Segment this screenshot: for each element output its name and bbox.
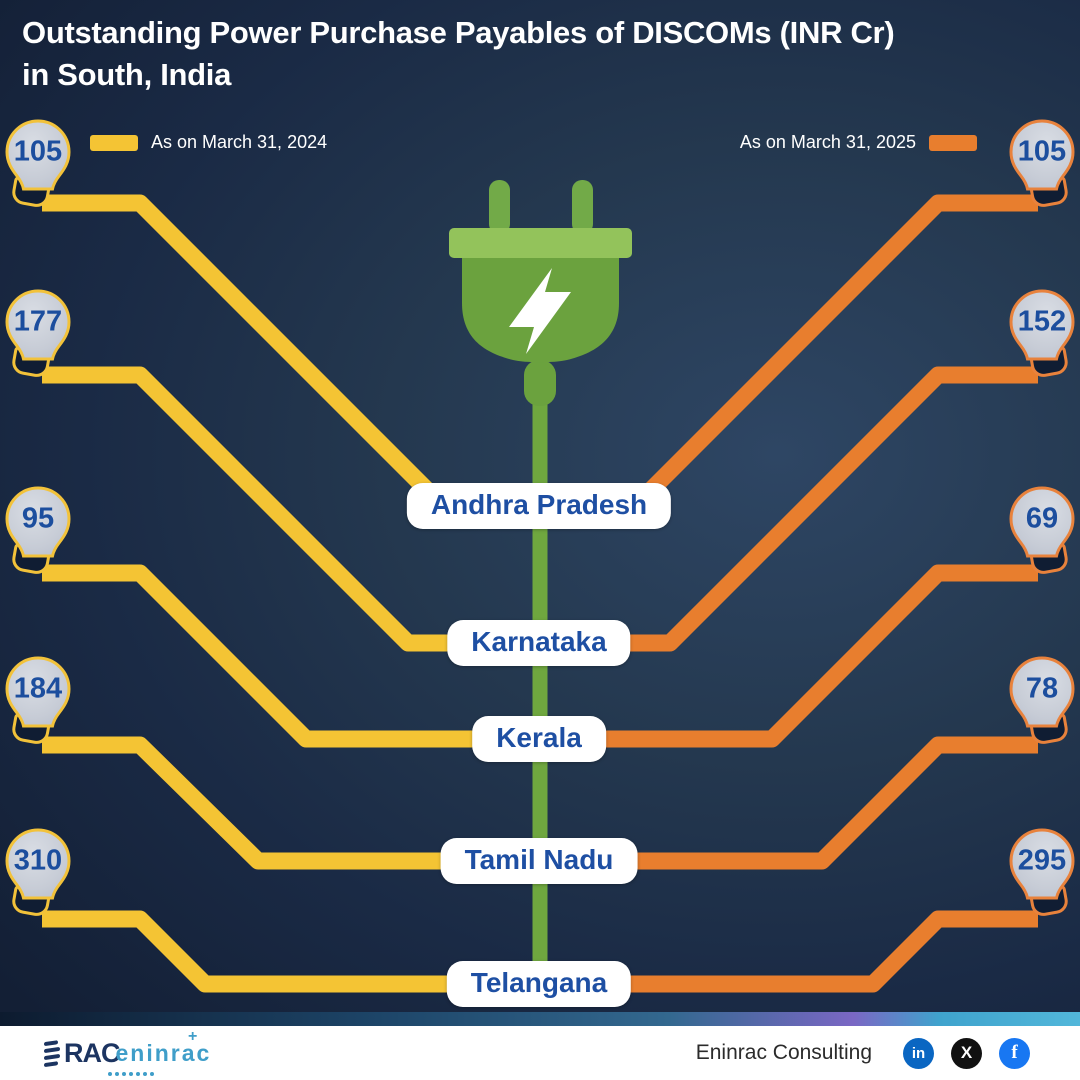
bulb-value-2025-tamil-nadu: 78 xyxy=(1025,672,1059,705)
x-glyph: X xyxy=(960,1043,973,1062)
legend-2024-swatch xyxy=(90,134,138,151)
line-2024-kerala xyxy=(42,564,498,748)
title-line-2: in South, India xyxy=(22,57,232,92)
state-label-karnataka: Karnataka xyxy=(447,620,631,666)
title-line-1: Outstanding Power Purchase Payables of D… xyxy=(22,15,895,50)
cable-stub xyxy=(524,360,556,406)
logo-rac-text: RAC xyxy=(64,1037,120,1068)
bulb-value-2024-andhra-pradesh: 105 xyxy=(13,135,63,168)
bulb-value-2024-telangana: 310 xyxy=(13,844,63,877)
line-2024-andhra-pradesh xyxy=(42,194,450,513)
line-2025-andhra-pradesh xyxy=(628,194,1038,513)
linkedin-icon[interactable]: in xyxy=(903,1037,934,1069)
footer: RAC eninrac + Eninrac Consulting in X f xyxy=(0,1026,1080,1080)
bulb-value-2025-kerala: 69 xyxy=(1025,502,1059,535)
footer-brand-text: Eninrac Consulting xyxy=(695,1041,872,1064)
line-2025-tamil-nadu xyxy=(615,736,1038,870)
bulb-value-2025-telangana: 295 xyxy=(1017,844,1067,877)
logo-plus-mark: + xyxy=(187,1027,198,1045)
page-title: Outstanding Power Purchase Payables of D… xyxy=(22,12,895,96)
bulb-value-2024-karnataka: 177 xyxy=(13,305,63,338)
state-label-andhra-pradesh: Andhra Pradesh xyxy=(406,483,672,529)
legend-2024: As on March 31, 2024 xyxy=(90,132,327,153)
bulb-value-2024-kerala: 95 xyxy=(21,502,55,535)
facebook-icon[interactable]: f xyxy=(999,1037,1030,1069)
footer-right: Eninrac Consulting in X f xyxy=(695,1037,1030,1069)
plug-prong-left xyxy=(489,180,510,234)
legend-2025: As on March 31, 2025 xyxy=(740,132,977,153)
legend-2024-label: As on March 31, 2024 xyxy=(151,132,328,152)
line-2024-telangana xyxy=(42,910,470,993)
plug-prong-right xyxy=(572,180,593,234)
logo-bars-icon xyxy=(44,1039,60,1067)
logo-dots xyxy=(108,1071,154,1076)
bulb-value-2025-andhra-pradesh: 105 xyxy=(1017,135,1067,168)
line-2024-karnataka xyxy=(42,366,475,652)
lightning-bolt-icon xyxy=(509,268,571,354)
state-label-telangana: Telangana xyxy=(446,961,632,1007)
legend-2025-swatch xyxy=(929,134,977,151)
state-label-kerala: Kerala xyxy=(472,716,606,762)
line-2025-kerala xyxy=(582,564,1038,748)
linkedin-glyph: in xyxy=(911,1044,926,1062)
plug-collar xyxy=(449,228,632,258)
line-2024-tamil-nadu xyxy=(42,736,465,870)
logo-eninrac-text: eninrac xyxy=(115,1039,212,1066)
line-2025-karnataka xyxy=(605,366,1038,652)
bulb-value-2025-karnataka: 152 xyxy=(1017,305,1067,338)
footer-gradient-bar xyxy=(0,1012,1080,1026)
state-label-tamil-nadu: Tamil Nadu xyxy=(440,838,638,884)
legend-2025-label: As on March 31, 2025 xyxy=(739,132,916,152)
line-2025-telangana xyxy=(610,910,1038,993)
bulb-value-2024-tamil-nadu: 184 xyxy=(13,672,63,705)
eninrac-logo: RAC eninrac + xyxy=(44,1028,212,1076)
facebook-glyph: f xyxy=(1011,1042,1018,1063)
x-icon[interactable]: X xyxy=(951,1037,982,1069)
